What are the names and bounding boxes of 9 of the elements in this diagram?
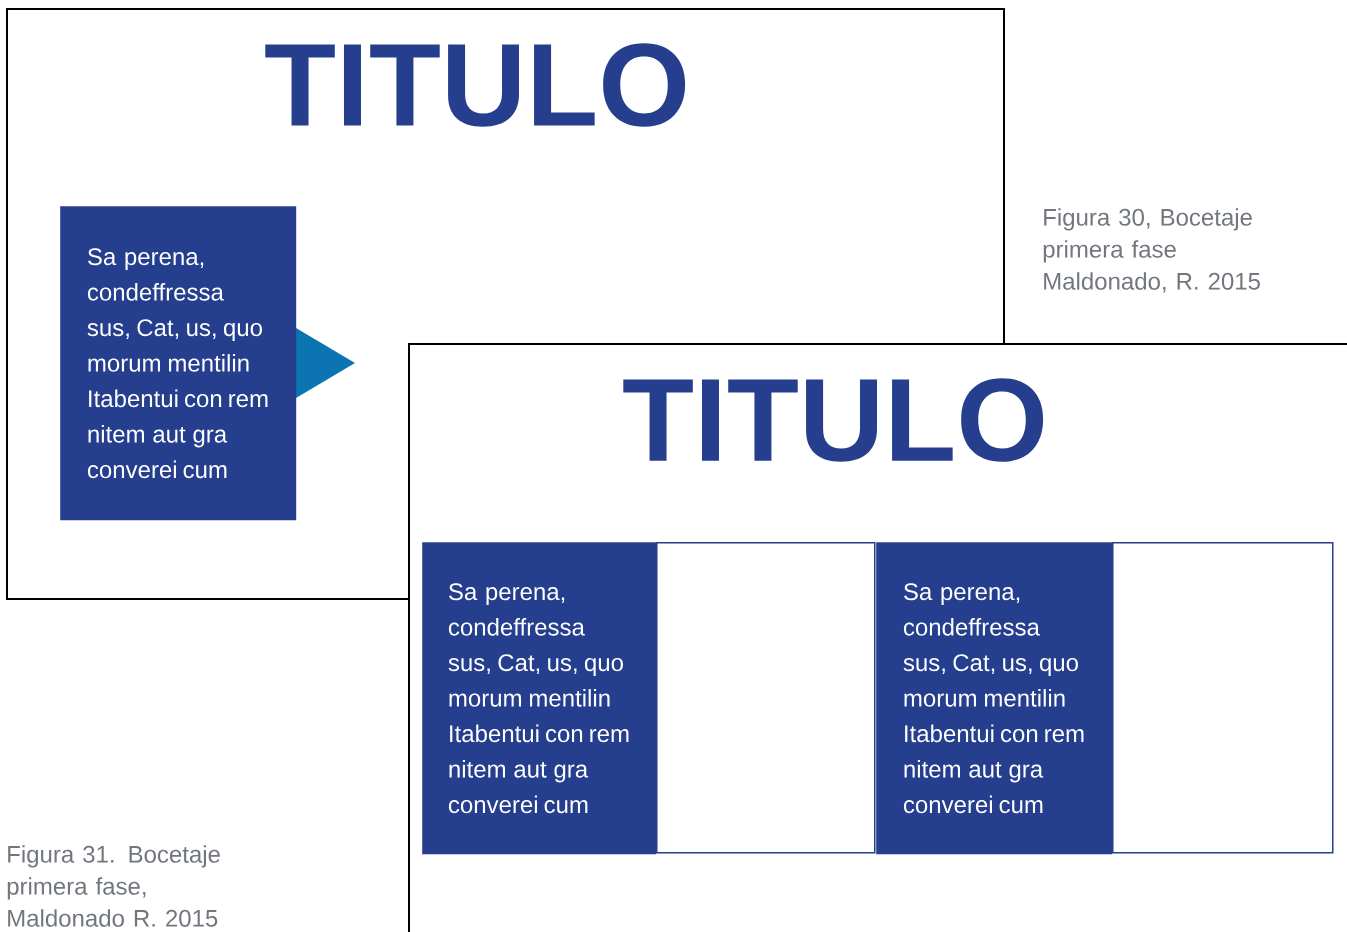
text-box: Sa perena, condeffressa sus, Cat, us, quo morum mentilin Itabentui con rem nitem aut gra converei cum (422, 542, 657, 855)
slide-title: TITULO (623, 378, 1044, 462)
empty-panel (656, 542, 876, 854)
slide-title: TITULO (265, 43, 686, 127)
figure-caption: Figura 30, Bocetaje primera fase Maldonado, R. 2015 (1043, 208, 1260, 293)
callout-box: Sa perena, condeffressa sus, Cat, us, quo morum mentilin Itabentui con rem nitem aut gra converei cum (60, 206, 355, 521)
empty-panel (1112, 542, 1334, 854)
figure-caption: Figura 31. Bocetaje primera fase, Maldonado R. 2015 (7, 845, 220, 927)
text-box: Sa perena, condeffressa sus, Cat, us, quo morum mentilin Itabentui con rem nitem aut gra converei cum (876, 542, 1113, 855)
